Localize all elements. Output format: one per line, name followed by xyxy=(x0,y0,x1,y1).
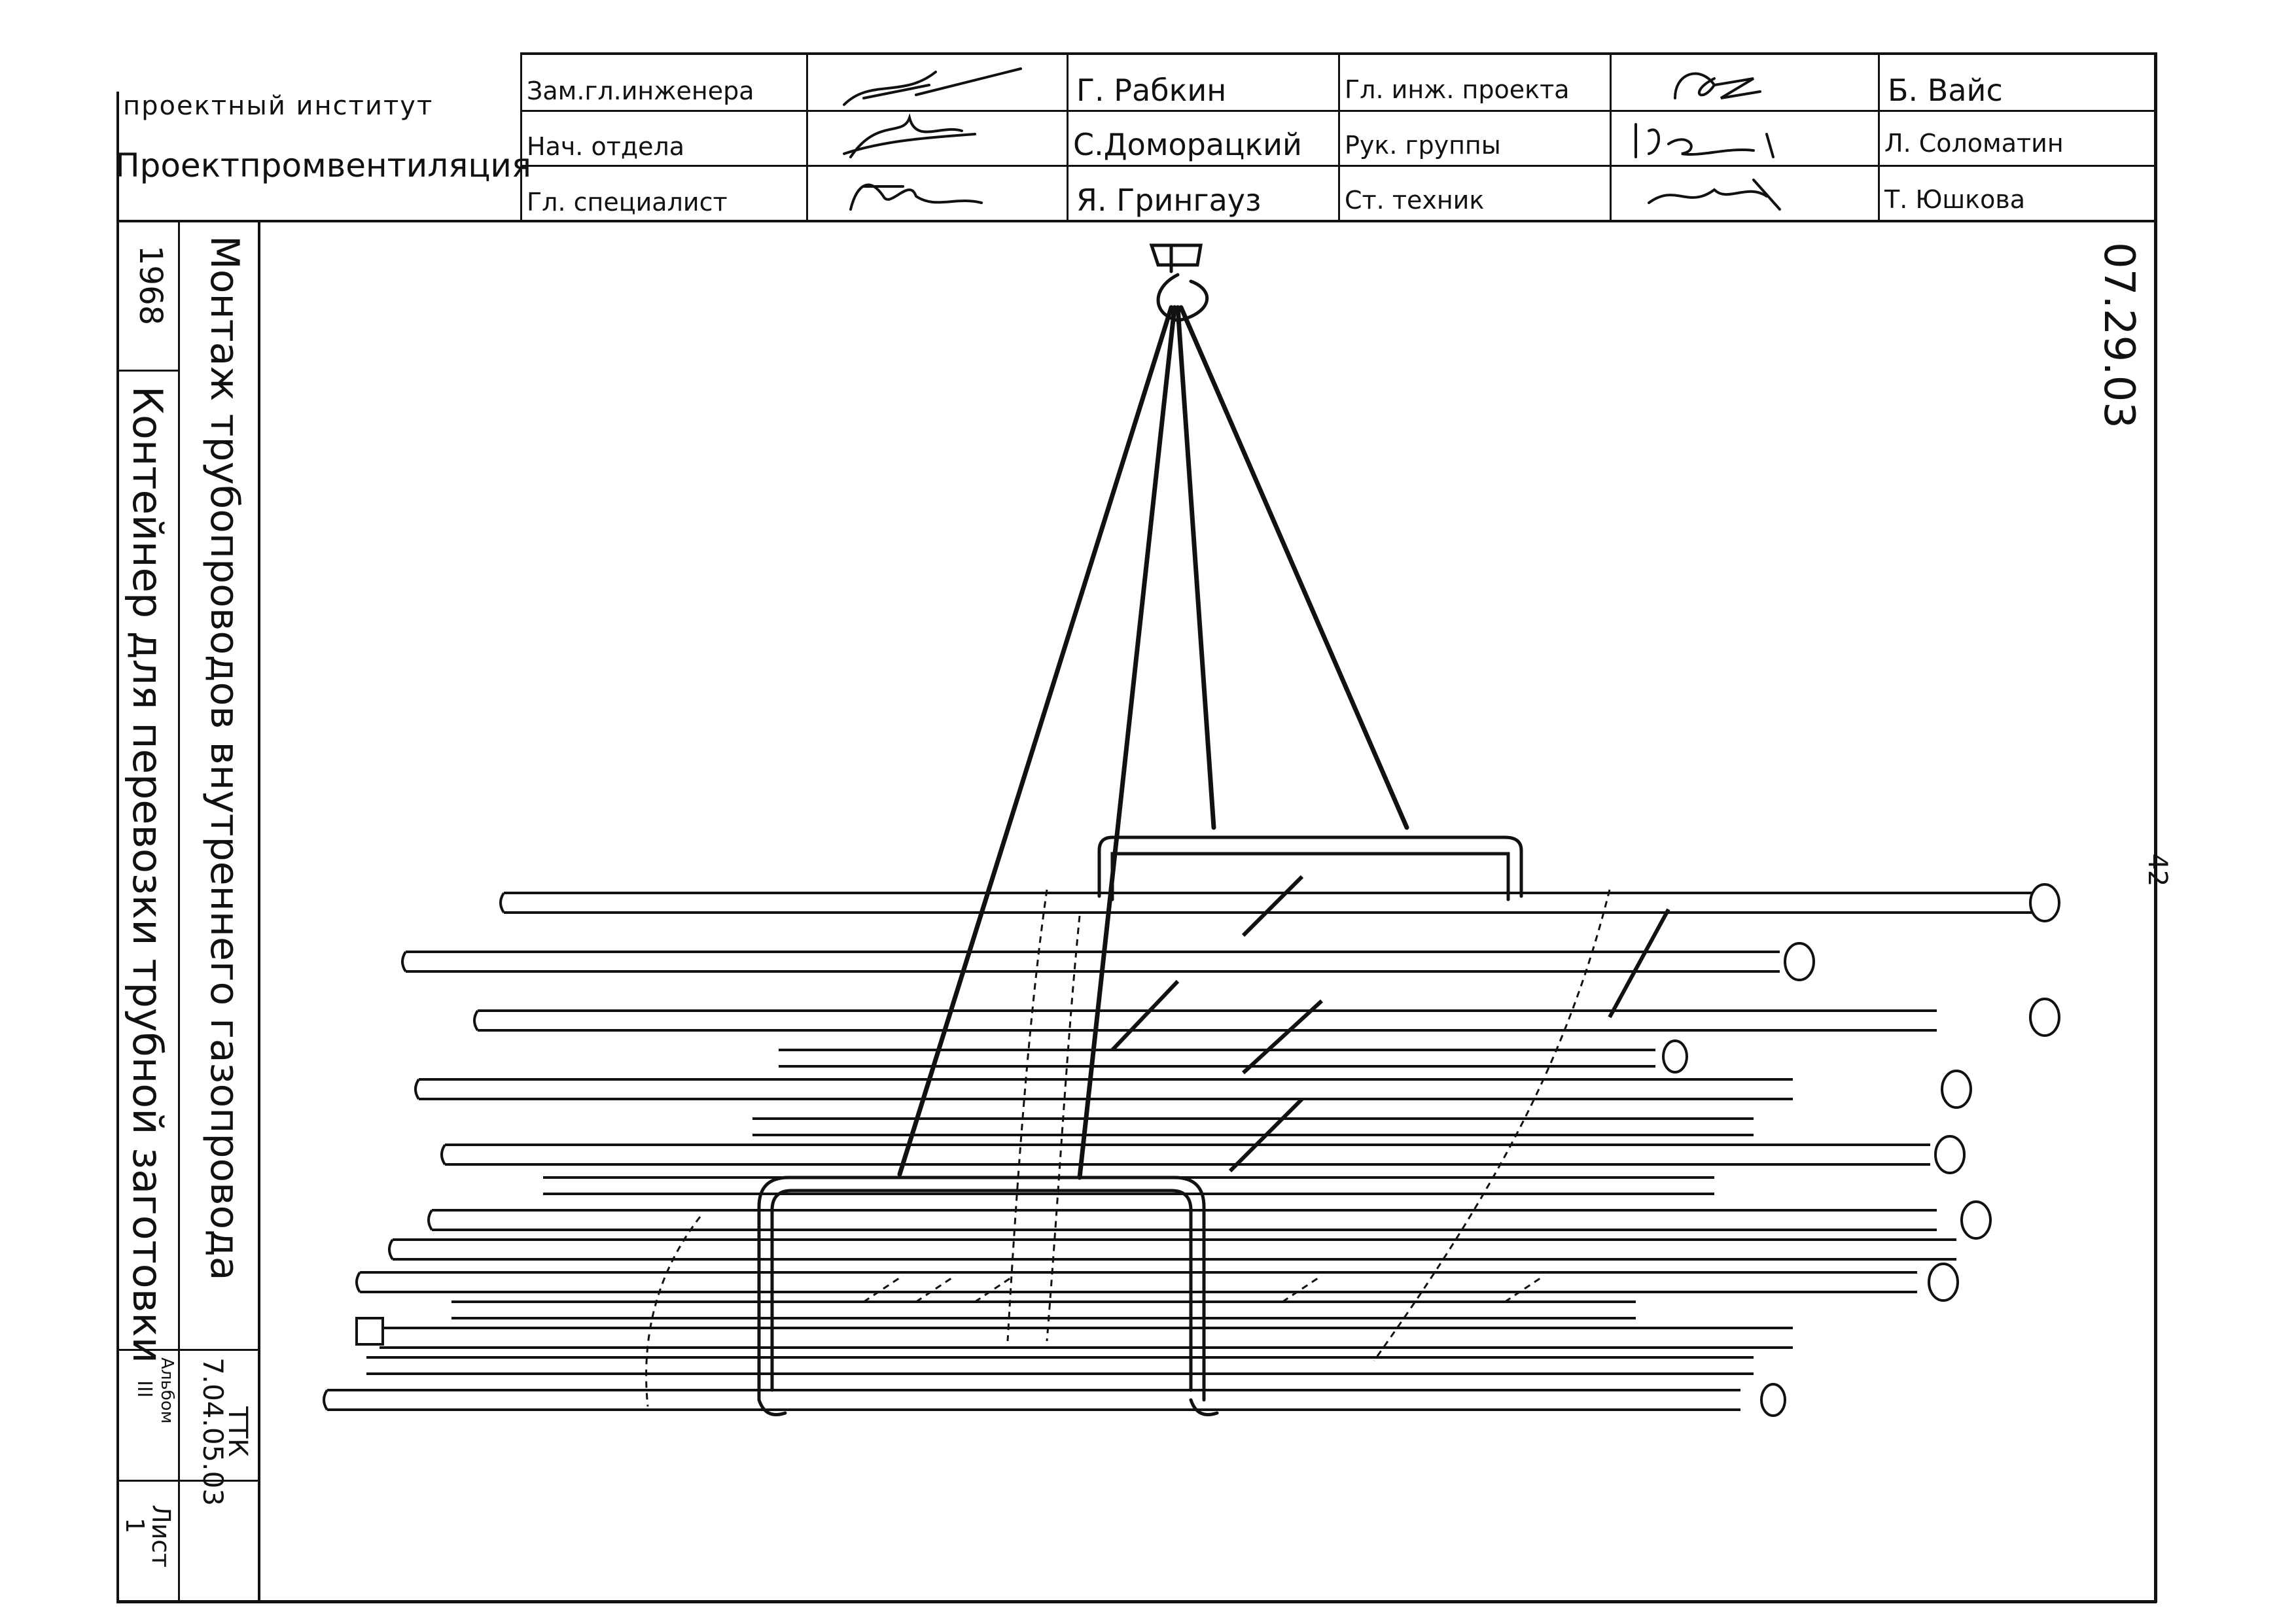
frame-left-line xyxy=(116,92,119,1603)
binding-wire xyxy=(1046,915,1081,1342)
signature-6 xyxy=(1648,179,1781,211)
pipe xyxy=(388,1238,1956,1261)
valve-handle xyxy=(1110,979,1180,1052)
pipe-end xyxy=(1760,1383,1786,1417)
name-gringauz: Я. Грингауз xyxy=(1076,183,1262,218)
title-block-divider xyxy=(1067,52,1069,221)
pipe xyxy=(752,1117,1754,1136)
lifting-frame-bottom xyxy=(770,1189,1193,1392)
pipe-end xyxy=(2029,883,2060,922)
title-block-bottom-line xyxy=(116,220,2157,222)
pipe xyxy=(366,1356,1754,1375)
pipe-end xyxy=(1928,1263,1959,1302)
name-yushkova: Т. Юшкова xyxy=(1884,185,2026,214)
pipe xyxy=(473,1009,1937,1032)
pipe xyxy=(427,1209,1937,1231)
signature-4 xyxy=(1674,72,1761,99)
pipe xyxy=(543,1176,1714,1195)
binding-wire xyxy=(863,1274,1545,1303)
title-block-divider xyxy=(1878,52,1880,221)
pipe xyxy=(499,892,2041,914)
pipe-end xyxy=(1941,1070,1972,1109)
frame-right-line xyxy=(2154,52,2157,1603)
role-group-leader: Рук. группы xyxy=(1345,131,1501,160)
pipe xyxy=(380,1327,1793,1349)
title-block-divider xyxy=(520,52,522,221)
binding-wire xyxy=(1373,889,1611,1361)
signature-2 xyxy=(843,113,976,158)
valve-handle xyxy=(1241,875,1304,937)
title-block-divider xyxy=(1338,52,1340,221)
title-block-divider xyxy=(806,52,808,221)
org-name-line1: проектный институт xyxy=(123,91,434,121)
signature-5 xyxy=(1634,123,1775,158)
role-department-head: Нач. отдела xyxy=(527,132,685,161)
pipe-end xyxy=(355,1317,384,1346)
side-panel-line xyxy=(116,370,179,372)
sling-4 xyxy=(1178,305,1409,830)
pipe xyxy=(779,1049,1655,1068)
lifting-frame-top xyxy=(1097,835,1523,898)
pipe xyxy=(414,1078,1793,1100)
binding-wire xyxy=(645,1216,701,1407)
org-name-line2: Проектпромвентиляция xyxy=(115,147,531,184)
pipe xyxy=(323,1389,1740,1411)
role-chief-project-engineer: Гл. инж. проекта xyxy=(1345,75,1570,104)
name-domoratsky: С.Доморацкий xyxy=(1073,127,1302,162)
title-block-divider xyxy=(1610,52,1612,221)
valve-handle xyxy=(1241,999,1324,1075)
sling-1 xyxy=(897,305,1174,1177)
role-chief-specialist: Гл. специалист xyxy=(527,188,728,217)
pipe-end xyxy=(1960,1200,1992,1240)
signature-1 xyxy=(843,67,1022,106)
side-panel-line xyxy=(116,1480,259,1482)
pipe-end xyxy=(2029,998,2060,1037)
side-panel-divider xyxy=(258,221,260,1601)
pipe xyxy=(355,1271,1917,1293)
frame-bottom-line xyxy=(116,1600,2157,1603)
pipe xyxy=(401,951,1780,973)
side-panel-line xyxy=(116,1349,259,1351)
name-solomatin: Л. Соломатин xyxy=(1884,129,2064,158)
pipe-end xyxy=(1934,1135,1966,1174)
role-deputy-chief-engineer: Зам.гл.инженера xyxy=(527,77,754,105)
name-rabkin: Г. Рабкин xyxy=(1076,73,1227,108)
sling-2 xyxy=(1077,305,1177,1180)
sling-3 xyxy=(1175,305,1216,830)
lifting-frame-top-inner xyxy=(1110,852,1510,901)
side-panel-divider xyxy=(178,221,180,1601)
pipe-end xyxy=(1662,1039,1688,1073)
bent-pipe xyxy=(1608,908,1670,1019)
signature-3 xyxy=(849,183,983,211)
pipe xyxy=(440,1143,1930,1166)
valve-handle xyxy=(1228,1097,1304,1173)
name-vais: Б. Вайс xyxy=(1888,73,2003,108)
pipe-end xyxy=(1784,942,1815,981)
pipe xyxy=(451,1300,1636,1319)
role-senior-technician: Ст. техник xyxy=(1345,186,1485,215)
